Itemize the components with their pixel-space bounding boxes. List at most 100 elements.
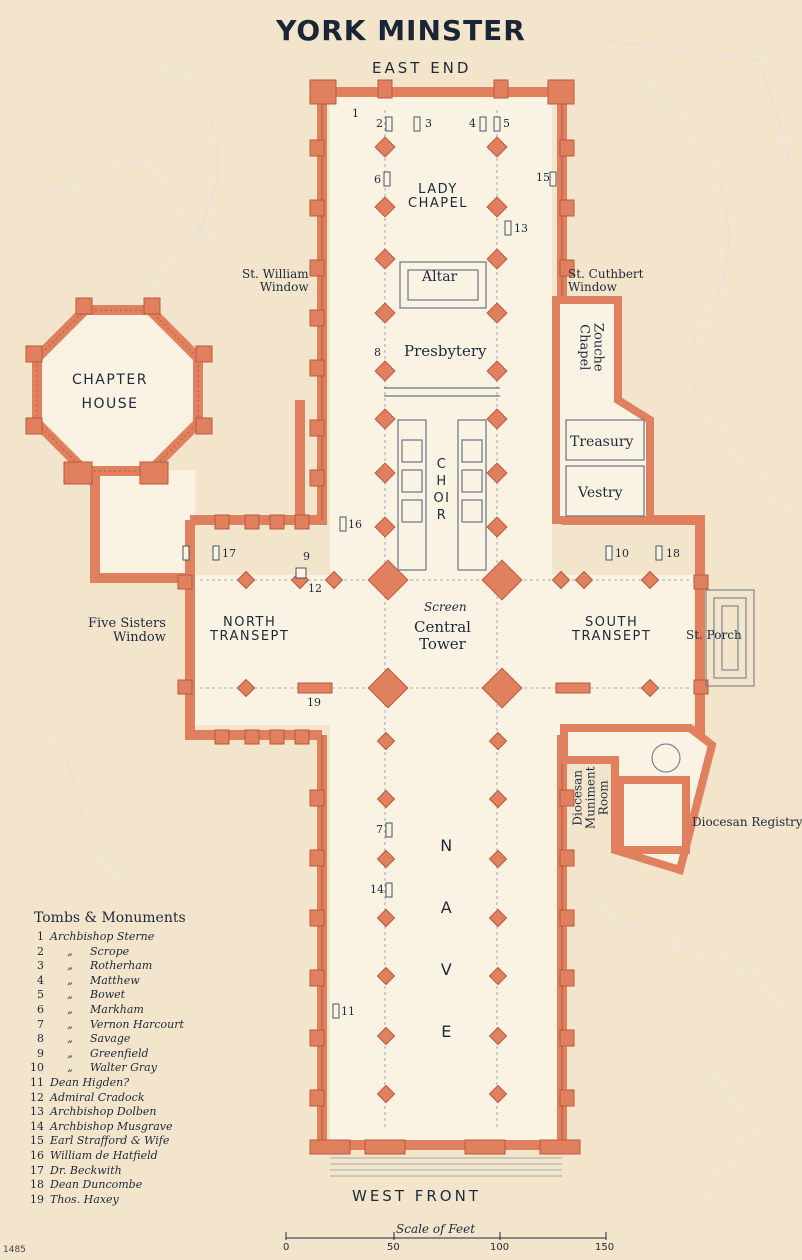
legend-item: 5 „ Bowet <box>30 988 270 1003</box>
zouche-chapel-label: Zouche Chapel <box>576 323 606 372</box>
tomb-marker-14: 14 <box>370 883 384 896</box>
tomb-marker-19: 19 <box>307 696 321 709</box>
legend-ditto-mark: „ <box>67 1046 73 1060</box>
legend-item: 2 „ Scrope <box>30 945 270 960</box>
scale-tick-100: 100 <box>490 1242 510 1253</box>
legend-item: 12 Admiral Cradock <box>30 1091 270 1106</box>
legend-item-text: Scrope <box>90 944 130 958</box>
legend-item-number: 8 <box>37 1032 44 1046</box>
legend-item-text: Admiral Cradock <box>50 1090 145 1104</box>
tomb-marker-8: 8 <box>374 346 381 359</box>
legend-ditto-mark: „ <box>67 1017 73 1031</box>
legend-item-number: 5 <box>37 988 44 1002</box>
scale-bar <box>285 1232 607 1240</box>
legend-item: 1 Archbishop Sterne <box>30 930 270 945</box>
legend-item-text: Thos. Haxey <box>50 1192 119 1206</box>
north-transept-label: NORTH TRANSEPT <box>210 615 290 645</box>
legend-item-number: 12 <box>30 1090 44 1104</box>
legend-item-number: 4 <box>37 973 44 987</box>
legend-item-number: 18 <box>30 1178 44 1192</box>
south-transept-label: SOUTH TRANSEPT <box>572 615 652 645</box>
legend-title: Tombs & Monuments <box>34 910 186 926</box>
legend-item-text: Bowet <box>90 988 126 1002</box>
scale-tick-150: 150 <box>595 1242 615 1253</box>
legend-item: 10 „ Walter Gray <box>30 1061 270 1076</box>
st-cuthbert-window-label: St. Cuthbert Window <box>568 267 644 295</box>
legend-item-number: 2 <box>37 944 44 958</box>
tomb-marker-7: 7 <box>376 823 383 836</box>
legend-item-number: 16 <box>30 1148 44 1162</box>
st-william-window-label: St. William Window <box>242 267 309 295</box>
tomb-marker-2: 2 <box>376 117 383 130</box>
legend-item-text: Archbishop Dolben <box>50 1105 157 1119</box>
legend-item: 8 „ Savage <box>30 1032 270 1047</box>
legend-ditto-mark: „ <box>67 973 73 987</box>
legend-item-number: 7 <box>37 1017 44 1031</box>
tomb-marker-5: 5 <box>503 117 510 130</box>
st-porch-label: St. Porch <box>686 628 742 642</box>
chapter-house-label: CHAPTER HOUSE <box>72 372 148 412</box>
legend-item: 6 „ Markham <box>30 1003 270 1018</box>
legend-item: 19 Thos. Haxey <box>30 1193 270 1208</box>
legend-ditto-mark: „ <box>67 1061 73 1075</box>
presbytery-label: Presbytery <box>404 342 487 360</box>
legend-item-number: 11 <box>30 1075 44 1089</box>
tomb-marker-13: 13 <box>514 222 528 235</box>
legend-item: 9„Greenfield <box>30 1047 270 1062</box>
diocesan-muniment-room-label: Diocesan Muniment Room <box>570 766 611 830</box>
tomb-marker-18: 18 <box>666 547 680 560</box>
legend-item-text: Archbishop Musgrave <box>50 1119 173 1133</box>
diocesan-registry-label: Diocesan Registry <box>692 815 802 829</box>
tomb-marker-9: 9 <box>303 550 310 563</box>
legend-item: 4 „ Matthew <box>30 974 270 989</box>
legend-ditto-mark: „ <box>67 988 73 1002</box>
tomb-marker-15: 15 <box>536 171 550 184</box>
legend-item-text: Rotherham <box>90 959 153 973</box>
legend-item-text: Dean Duncombe <box>50 1178 143 1192</box>
legend-item-text: Walter Gray <box>90 1061 157 1075</box>
central-tower-label: Central Tower <box>414 618 471 653</box>
legend-item: 14 Archbishop Musgrave <box>30 1120 270 1135</box>
legend-item: 11 Dean Higden? <box>30 1076 270 1091</box>
legend-ditto-mark: „ <box>67 1002 73 1016</box>
legend-ditto-mark: „ <box>67 944 73 958</box>
legend-item-number: 1 <box>37 930 44 943</box>
tomb-marker-16: 16 <box>348 518 362 531</box>
tomb-marker-4: 4 <box>469 117 476 130</box>
vestry-label: Vestry <box>578 485 623 501</box>
legend-item: 3 „ Rotherham <box>30 959 270 974</box>
choir-label: CHOIR <box>433 457 451 523</box>
legend-item-text: Savage <box>90 1032 131 1046</box>
legend-item-text: Markham <box>90 1002 144 1016</box>
legend-item-number: 17 <box>30 1163 44 1177</box>
legend-item-number: 15 <box>30 1134 44 1148</box>
legend-item-text: Matthew <box>90 973 140 987</box>
legend-item: 13 Archbishop Dolben <box>30 1105 270 1120</box>
tomb-marker-17: 17 <box>222 547 236 560</box>
map-title: YORK MINSTER <box>276 14 526 47</box>
legend-list: 1 Archbishop Sterne 2 „ Scrope 3 „ Rotherham 4 „ M… <box>30 930 270 1207</box>
tomb-marker-12: 12 <box>308 582 322 595</box>
legend-ditto-mark: „ <box>67 959 73 973</box>
west-front-label: WEST FRONT <box>352 1187 482 1205</box>
legend-item-text: Vernon Harcourt <box>90 1017 184 1031</box>
legend-item-number: 10 <box>30 1061 44 1075</box>
legend-item: 18 Dean Duncombe <box>30 1178 270 1193</box>
legend-item-number: 6 <box>37 1002 44 1016</box>
legend-item-text: Dr. Beckwith <box>50 1163 122 1177</box>
scale-tick-50: 50 <box>387 1242 400 1253</box>
screen-label: Screen <box>424 600 467 614</box>
tomb-marker-3: 3 <box>425 117 432 130</box>
legend-item-text: Dean Higden? <box>50 1075 130 1089</box>
scale-tick-0: 0 <box>283 1242 290 1253</box>
lady-chapel-label: LADY CHAPEL <box>408 182 469 212</box>
legend-item-number: 19 <box>30 1192 44 1206</box>
legend-item-number: 3 <box>37 959 44 973</box>
legend-item-number: 13 <box>30 1105 44 1119</box>
legend-ditto-mark: „ <box>67 1032 73 1046</box>
legend-item-text: Archbishop Sterne <box>50 930 155 943</box>
legend-item-number: 14 <box>30 1119 44 1133</box>
